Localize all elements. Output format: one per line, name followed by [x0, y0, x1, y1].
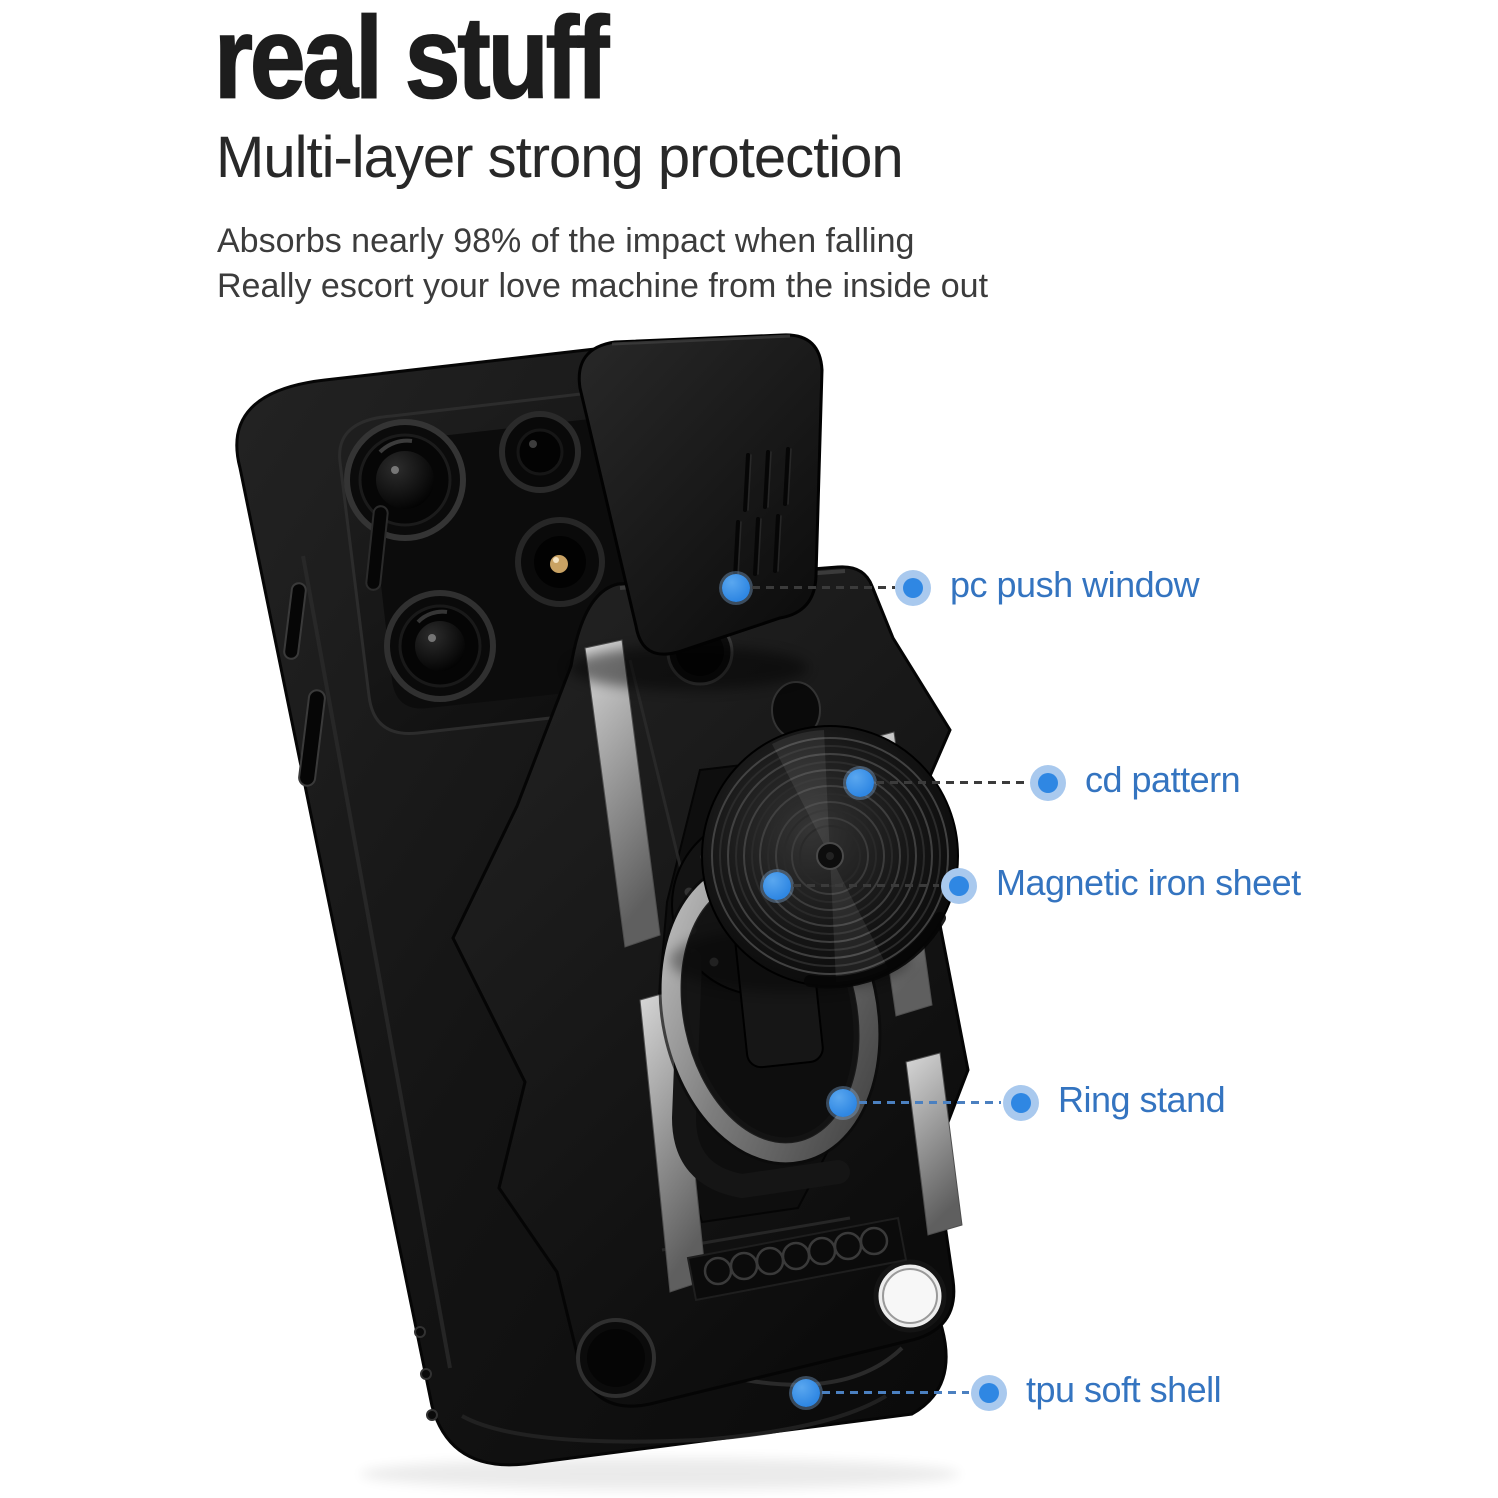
callout-label: Ring stand — [1058, 1079, 1226, 1120]
dashed-connector — [876, 781, 1028, 784]
label-dot-icon — [895, 570, 931, 606]
page-subtitle: Multi-layer strong protection — [216, 125, 904, 190]
label-dot-icon — [941, 868, 977, 904]
cover-grip-lines — [733, 447, 790, 579]
label-dot-icon — [1030, 765, 1066, 801]
speaker-holes — [414, 1326, 438, 1421]
slide-cover — [577, 333, 824, 656]
honeycomb-strip — [686, 1216, 908, 1302]
dashed-connector — [822, 1391, 969, 1394]
body-line-2: Really escort your love machine from the… — [217, 267, 989, 305]
page-title: real stuff — [213, 0, 610, 123]
anchor-dot-icon — [792, 1379, 820, 1407]
anchor-dot-icon — [846, 769, 874, 797]
label-dot-icon — [971, 1375, 1007, 1411]
camera-lens-sensor — [515, 517, 605, 607]
camera-lens-large-bottom — [384, 590, 496, 702]
callout-label: pc push window — [950, 564, 1200, 605]
callout-label: Magnetic iron sheet — [996, 862, 1301, 903]
callout-label: cd pattern — [1085, 759, 1241, 800]
anchor-dot-icon — [829, 1089, 857, 1117]
anchor-dot-icon — [763, 872, 791, 900]
callout-label: tpu soft shell — [1026, 1369, 1222, 1410]
camera-island — [338, 390, 671, 736]
flash-slot — [365, 505, 389, 591]
dashed-connector — [793, 884, 939, 887]
camera-lens-large-top — [344, 419, 466, 541]
ground-shadow — [360, 1458, 960, 1490]
cd-disc — [701, 725, 959, 989]
dashed-connector — [752, 586, 895, 589]
dashed-connector — [859, 1101, 1001, 1104]
camera-lens-small — [499, 411, 581, 493]
label-dot-icon — [1003, 1085, 1039, 1121]
body-line-1: Absorbs nearly 98% of the impact when fa… — [217, 222, 915, 260]
anchor-dot-icon — [722, 574, 750, 602]
body-copy: Absorbs nearly 98% of the impact when fa… — [217, 219, 988, 309]
side-buttons — [283, 582, 326, 787]
